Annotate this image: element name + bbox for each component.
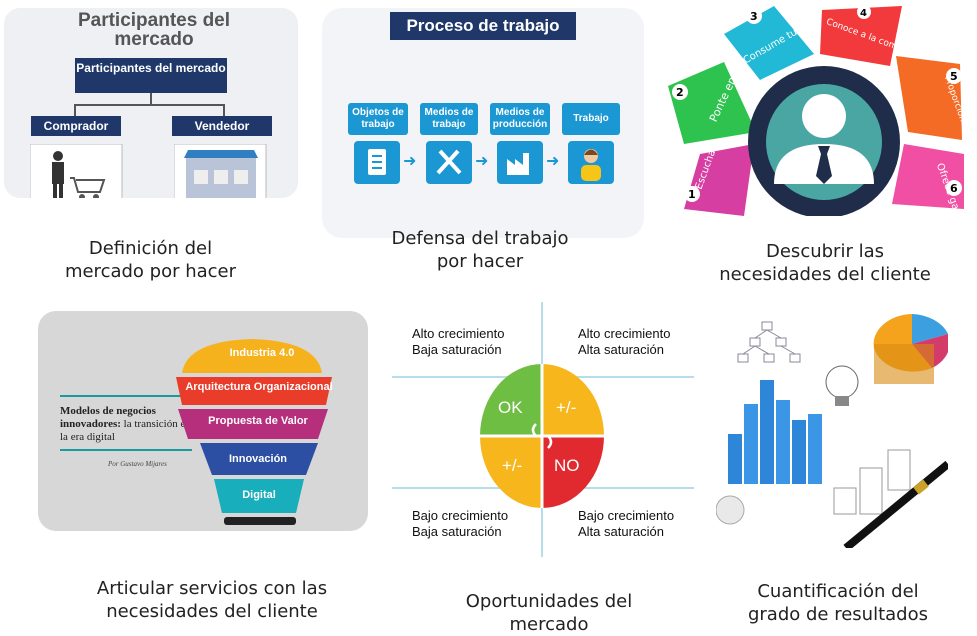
market-participants-diagram: Participantes del mercado Participantes … (4, 8, 298, 198)
participants-center-box: Participantes del mercado (75, 58, 227, 93)
caption-articulate-services: Articular servicios con las necesidades … (96, 578, 328, 622)
step-label: Trabajo (562, 103, 620, 135)
caption-customer-needs: Descubrir las necesidades del cliente (719, 241, 931, 285)
customer-needs-diagram: Escucha a tus clientes 1 Ponte en su lug… (668, 4, 972, 216)
caption-results-quantification: Cuantificación del grado de resultados (747, 581, 928, 625)
author: Por Gustavo Mijares (108, 460, 167, 468)
beakers (833, 449, 911, 515)
funnel (176, 339, 332, 525)
circle-label-mixed: +/- (502, 456, 523, 475)
funnel-layer: Innovación (228, 453, 288, 465)
tools-icon (426, 141, 472, 184)
pie-chart-3d (873, 314, 948, 384)
participants-title: Participantes del mercado (77, 10, 231, 50)
user-icon (774, 94, 874, 184)
book-title: Modelos de negocios innovadores: la tran… (60, 405, 191, 443)
arrow-right-icon: ➜ (475, 151, 489, 170)
work-process-diagram: Proceso de trabajo Objetos de trabajo Me… (322, 8, 644, 238)
opportunity-circle (480, 364, 604, 508)
circle-label-ok: OK (498, 398, 523, 417)
svg-text:1: 1 (688, 188, 696, 201)
funnel-layer: Arquitectura Organizacional (185, 381, 333, 393)
seller-box: Vendedor (172, 116, 272, 136)
arrow-right-icon: ➜ (546, 151, 560, 170)
arrow-right-icon: ➜ (403, 151, 417, 170)
caption-market-definition: Definición del mercado por hacer (64, 238, 237, 282)
step-label: Medios de producción (490, 103, 550, 135)
svg-text:6: 6 (950, 182, 958, 195)
business-models-diagram: Modelos de negocios innovadores: la tran… (38, 311, 368, 531)
svg-text:3: 3 (750, 10, 758, 23)
buyer-box: Comprador (31, 116, 121, 136)
funnel-layer: Industria 4.0 (229, 347, 295, 359)
circle-label-mixed: +/- (556, 398, 577, 417)
work-process-title: Proceso de trabajo (390, 12, 576, 40)
petal: Conoce a la competencia 4 (820, 5, 935, 66)
store-icon (174, 144, 267, 198)
clipboard-icon (354, 141, 400, 184)
step-label: Medios de trabajo (420, 103, 478, 135)
circle-label-no: NO (554, 456, 580, 475)
caption-work-defense: Defensa del trabajo por hacer (391, 228, 569, 272)
lightbulb-icon (825, 365, 859, 406)
factory-icon (497, 141, 543, 184)
results-analytics-illustration (716, 304, 948, 548)
petal: Ofrece garantías 6 (892, 144, 972, 216)
svg-text:2: 2 (676, 86, 684, 99)
worker-icon (568, 141, 614, 184)
caption-market-opportunities: Oportunidades del mercado (465, 591, 633, 635)
funnel-layer: Digital (242, 489, 276, 501)
svg-text:4: 4 (860, 8, 867, 19)
buyer-shopping-cart-icon (30, 144, 123, 198)
funnel-layer: Propuesta de Valor (208, 415, 308, 427)
svg-text:5: 5 (950, 70, 958, 83)
flow-diagram-sketch (737, 321, 801, 363)
bar-chart-3d (728, 380, 822, 484)
pen-icon (843, 460, 948, 548)
step-label: Objetos de trabajo (348, 103, 408, 135)
